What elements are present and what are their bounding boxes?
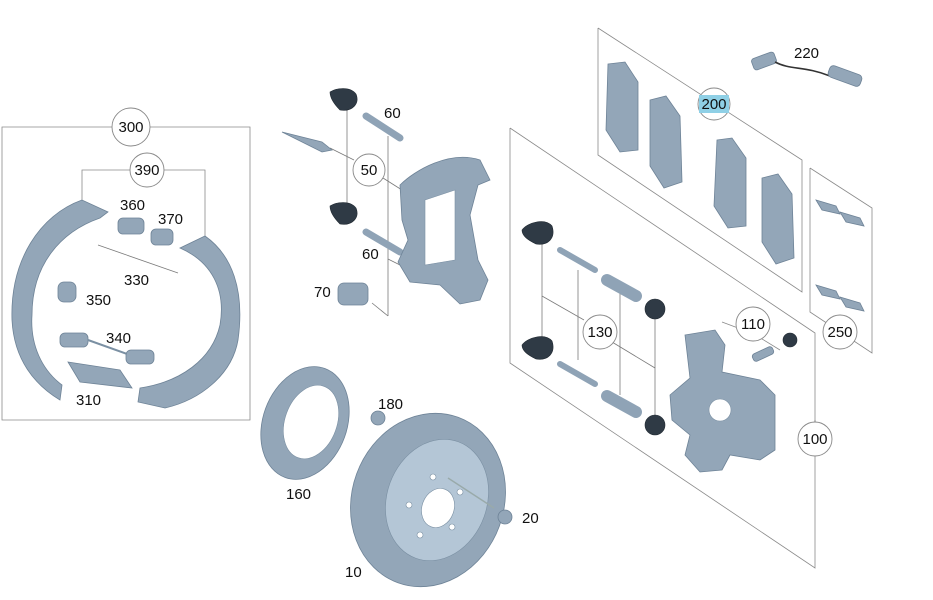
bleed-valve-cap[interactable] xyxy=(782,332,798,348)
callout-250[interactable]: 250 xyxy=(822,314,858,350)
wear-sensor-plug[interactable] xyxy=(751,51,778,71)
caliper-piston-bore xyxy=(708,398,732,422)
spring-clip-4[interactable] xyxy=(839,296,865,312)
lead-50-a xyxy=(329,147,355,161)
svg-text:130: 130 xyxy=(587,324,612,341)
dust-shield-group: 180 160 xyxy=(260,366,403,503)
callout-330[interactable]: 330 xyxy=(124,272,149,289)
group-frame-390-left xyxy=(81,169,130,200)
callout-370[interactable]: 370 xyxy=(158,211,183,228)
bolt-hole xyxy=(456,488,464,496)
guide-bolt-lower[interactable] xyxy=(557,361,598,387)
wear-sensor-connector[interactable] xyxy=(827,65,863,88)
adjuster-sleeve[interactable] xyxy=(150,228,174,246)
lead-50-b xyxy=(382,177,403,191)
guide-seal-lower[interactable] xyxy=(644,414,666,436)
brake-shoe-right[interactable] xyxy=(137,235,241,409)
dust-cap-upper[interactable] xyxy=(329,88,358,111)
lead-130-e xyxy=(541,295,585,321)
spring-clip-1[interactable] xyxy=(815,199,841,215)
spring-340-rod xyxy=(87,339,131,356)
brake-disc-group: 20 10 xyxy=(345,412,539,588)
carrier-window xyxy=(424,189,456,266)
spring-clip-2[interactable] xyxy=(839,211,865,227)
carrier-group: 60 50 60 70 xyxy=(281,88,491,317)
svg-text:200: 200 xyxy=(701,96,726,113)
brake-pad-2[interactable] xyxy=(649,95,683,189)
selection-highlight xyxy=(699,95,729,113)
lead-70 xyxy=(371,302,389,317)
callout-350[interactable]: 350 xyxy=(86,292,111,309)
return-spring-330[interactable] xyxy=(97,244,179,274)
brake-shoe-left[interactable] xyxy=(11,199,109,401)
group-frame-250 xyxy=(809,167,873,354)
guide-pin-upper[interactable] xyxy=(601,274,642,302)
callout-130[interactable]: 130 xyxy=(582,314,618,350)
callout-60-lower[interactable]: 60 xyxy=(362,246,379,263)
bolt-60-upper[interactable] xyxy=(362,112,404,142)
clips-group: 250 xyxy=(809,167,873,354)
bolt-hole xyxy=(416,531,424,539)
brake-pad-3[interactable] xyxy=(713,137,747,229)
guide-seal-upper[interactable] xyxy=(644,298,666,320)
callout-220[interactable]: 220 xyxy=(794,45,819,62)
parking-brake-group: 300 390 360 370 330 350 340 310 xyxy=(1,107,251,421)
brake-pad-4[interactable] xyxy=(761,173,795,265)
guide-bolt-upper[interactable] xyxy=(557,247,598,273)
group-frame-100 xyxy=(509,127,816,569)
guide-boot-upper[interactable] xyxy=(521,221,554,245)
callout-10[interactable]: 10 xyxy=(345,564,362,581)
group-frame-200 xyxy=(597,27,803,293)
brake-pads-group: 220 200 xyxy=(597,27,863,293)
dust-shield-center-hole xyxy=(283,384,339,460)
svg-text:250: 250 xyxy=(827,324,852,341)
callout-20[interactable]: 20 xyxy=(522,510,539,527)
bolt-180[interactable] xyxy=(370,410,386,426)
callout-300[interactable]: 300 xyxy=(111,107,151,147)
svg-text:110: 110 xyxy=(741,316,765,333)
svg-text:100: 100 xyxy=(802,431,827,448)
group-frame-300 xyxy=(1,126,251,421)
guide-boot-lower[interactable] xyxy=(521,336,554,360)
spring-340-b[interactable] xyxy=(125,349,155,365)
retaining-spring-350[interactable] xyxy=(57,281,77,303)
callout-360[interactable]: 360 xyxy=(120,197,145,214)
lever-310[interactable] xyxy=(67,361,133,389)
callout-180[interactable]: 180 xyxy=(378,396,403,413)
callout-100[interactable]: 100 xyxy=(797,421,833,457)
svg-text:300: 300 xyxy=(118,119,143,136)
bleed-valve[interactable] xyxy=(751,346,775,363)
callout-60-upper[interactable]: 60 xyxy=(384,105,401,122)
group-frame-390-right xyxy=(164,169,206,236)
lead-130-f xyxy=(611,341,656,369)
callout-340[interactable]: 340 xyxy=(106,330,131,347)
bolt-hole xyxy=(429,473,437,481)
svg-text:50: 50 xyxy=(361,162,378,179)
svg-text:390: 390 xyxy=(134,162,159,179)
wear-sensor-cable xyxy=(774,61,831,77)
bolt-60-lower[interactable] xyxy=(362,228,404,256)
disc-screw-20[interactable] xyxy=(497,509,513,525)
brake-pad-1[interactable] xyxy=(605,61,639,153)
dust-cap-lower[interactable] xyxy=(329,202,358,225)
callout-110[interactable]: 110 xyxy=(735,306,771,342)
spring-340-a[interactable] xyxy=(59,332,89,348)
bolt-70[interactable] xyxy=(337,282,369,306)
spring-clip-3[interactable] xyxy=(815,284,841,300)
bolt-hole xyxy=(405,501,413,509)
adjuster-screw[interactable] xyxy=(117,217,145,235)
lead-20 xyxy=(447,477,495,509)
callout-390[interactable]: 390 xyxy=(129,152,165,188)
wear-indicator-pin[interactable] xyxy=(281,131,333,153)
bolt-hole xyxy=(448,523,456,531)
guide-pin-lower[interactable] xyxy=(601,390,642,418)
callout-160[interactable]: 160 xyxy=(286,486,311,503)
callout-310[interactable]: 310 xyxy=(76,392,101,409)
brake-disc-center-bore xyxy=(421,488,455,528)
callout-70[interactable]: 70 xyxy=(314,284,331,301)
caliper-group: 130 110 100 xyxy=(509,127,833,569)
callout-200[interactable]: 200 xyxy=(697,87,731,121)
callout-50[interactable]: 50 xyxy=(352,153,386,187)
